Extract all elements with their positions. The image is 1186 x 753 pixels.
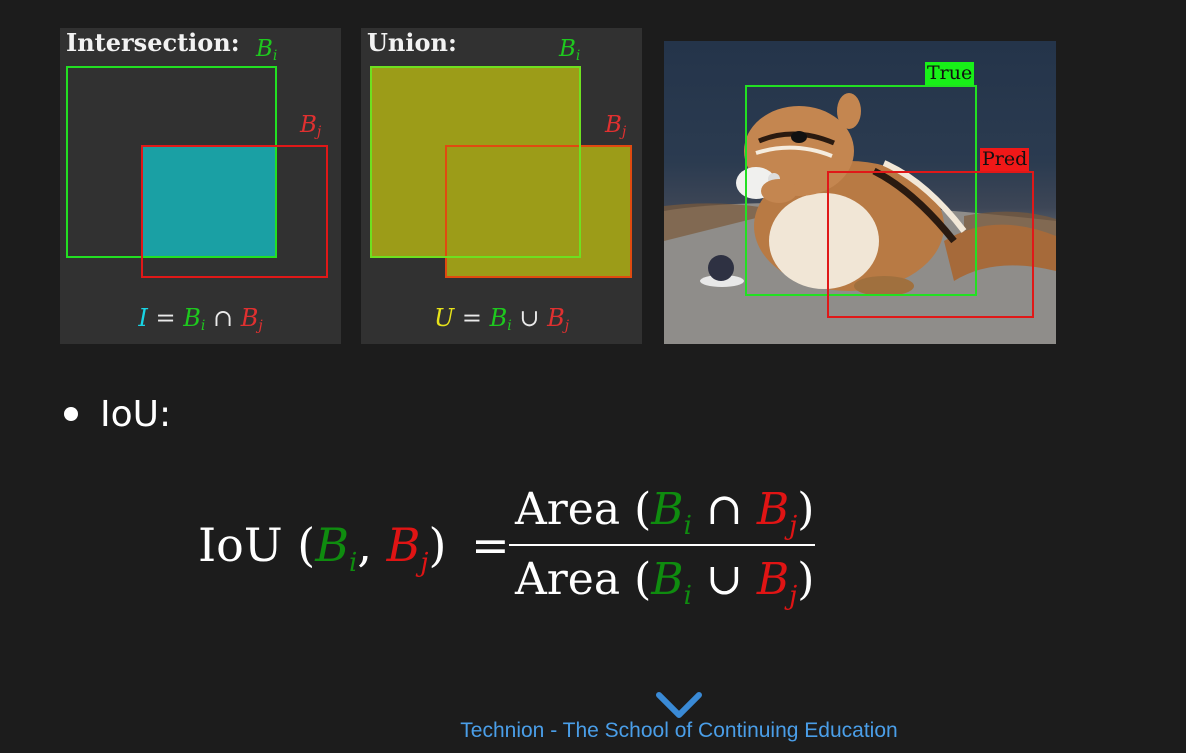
intersection-label-bj: Bj	[300, 112, 322, 140]
union-label-bi: Bi	[559, 36, 581, 64]
fraction-bar	[509, 544, 815, 546]
union-box-bj	[445, 145, 632, 278]
iou-equation: IoU (Bi, Bj) = Area (Bi ∩ Bj) Area (Bi ∪…	[198, 478, 828, 618]
intersection-title: Intersection:	[66, 28, 240, 57]
union-label-bj: Bj	[605, 112, 627, 140]
iou-lhs: IoU (Bi, Bj) =	[198, 518, 510, 578]
pred-tag: Pred	[980, 148, 1030, 171]
chipmunk-photo: True Pred	[664, 41, 1056, 344]
union-title: Union:	[367, 28, 457, 57]
iou-fraction: Area (Bi ∩ Bj) Area (Bi ∪ Bj)	[509, 478, 815, 612]
bullet-text: IoU:	[100, 393, 172, 435]
bullet-dot	[64, 407, 78, 421]
intersection-formula: I = Bi ∩ Bj	[138, 304, 263, 334]
intersection-label-bi: Bi	[256, 36, 278, 64]
bullet-item-iou: IoU:	[64, 392, 171, 436]
true-box	[745, 85, 977, 296]
true-tag: True	[925, 62, 975, 85]
intersection-overlap-fill	[142, 145, 277, 258]
chevron-down-icon[interactable]	[655, 689, 703, 721]
pred-box	[827, 171, 1034, 318]
union-box-bi	[370, 66, 581, 258]
union-fill-bj	[445, 145, 632, 278]
iou-denominator: Area (Bi ∪ Bj)	[515, 554, 815, 611]
chipmunk-illustration	[664, 93, 1056, 344]
intersection-box-bi	[66, 66, 277, 258]
union-formula: U = Bi ∪ Bj	[433, 304, 570, 334]
union-diagram: Union: Bi Bj U = Bi ∪ Bj	[361, 28, 642, 344]
intersection-box-bj	[141, 145, 328, 278]
intersection-diagram: Intersection: Bi Bj I = Bi ∩ Bj	[60, 28, 341, 344]
iou-numerator: Area (Bi ∩ Bj)	[515, 484, 815, 541]
footer-text: Technion - The School of Continuing Educ…	[460, 719, 898, 742]
